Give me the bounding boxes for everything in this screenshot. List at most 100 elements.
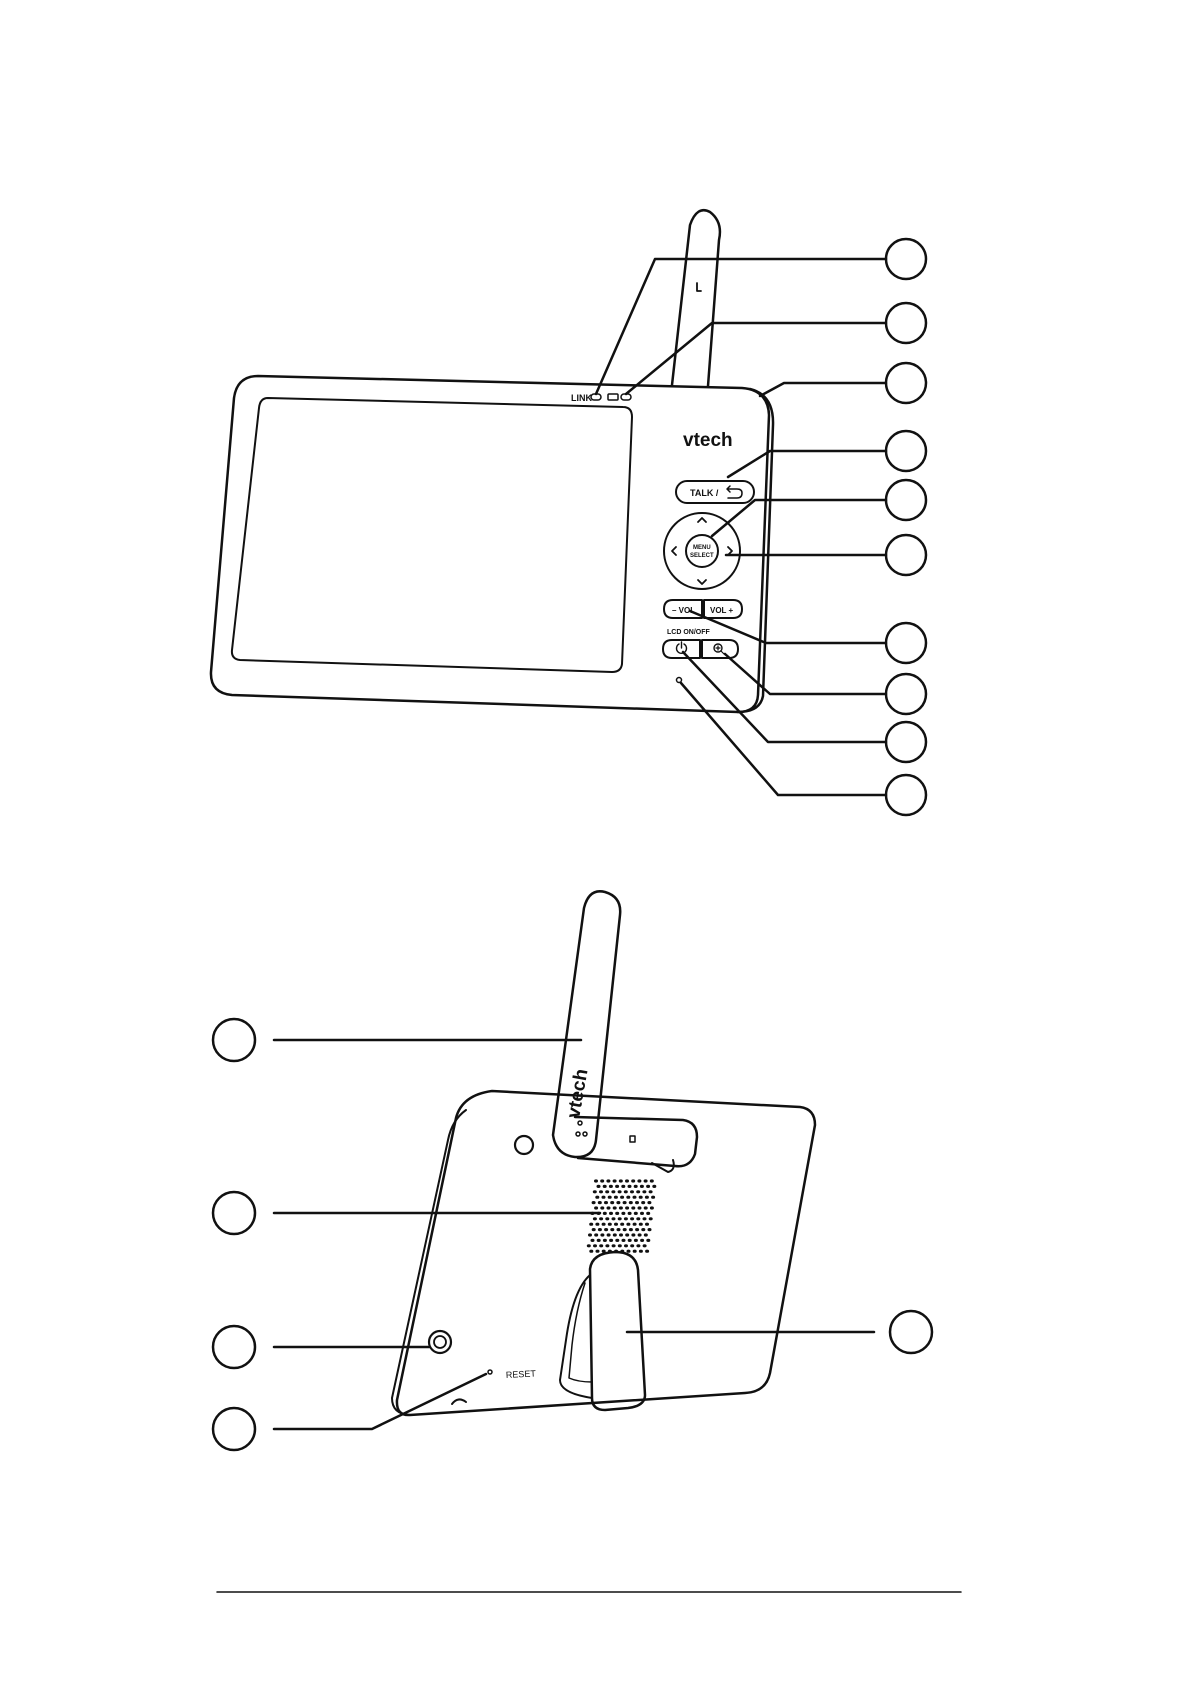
grille-hole bbox=[639, 1196, 643, 1199]
callout-marker bbox=[886, 480, 926, 520]
mount-mark bbox=[630, 1136, 635, 1142]
grille-hole bbox=[628, 1212, 632, 1215]
grille-hole bbox=[599, 1244, 603, 1247]
monitor-screen bbox=[232, 398, 632, 672]
grille-hole bbox=[626, 1196, 630, 1199]
talk-label: TALK / bbox=[690, 488, 719, 498]
mount-dot bbox=[578, 1121, 582, 1125]
grille-hole bbox=[650, 1206, 654, 1209]
grille-hole bbox=[594, 1206, 598, 1209]
front-antenna bbox=[672, 210, 720, 386]
grille-hole bbox=[589, 1250, 593, 1253]
grille-hole bbox=[619, 1206, 623, 1209]
front-callout-lines bbox=[596, 259, 886, 795]
grille-hole bbox=[604, 1228, 608, 1231]
callout-marker bbox=[213, 1019, 255, 1061]
grille-hole bbox=[639, 1250, 643, 1253]
grille-hole bbox=[614, 1223, 618, 1226]
grille-hole bbox=[624, 1217, 628, 1220]
grille-hole bbox=[650, 1179, 654, 1182]
power-jack-inner bbox=[434, 1336, 446, 1348]
grille-hole bbox=[588, 1233, 592, 1236]
grille-hole bbox=[634, 1185, 638, 1188]
grille-hole bbox=[652, 1185, 656, 1188]
grille-hole bbox=[630, 1244, 634, 1247]
grille-hole bbox=[618, 1244, 622, 1247]
power-icon bbox=[677, 642, 687, 653]
left-arrow-icon[interactable] bbox=[672, 547, 676, 555]
down-arrow-icon[interactable] bbox=[698, 580, 706, 584]
speaker-grille bbox=[587, 1179, 657, 1252]
grille-hole bbox=[643, 1217, 647, 1220]
grille-hole bbox=[623, 1201, 627, 1204]
grille-hole bbox=[609, 1185, 613, 1188]
grille-hole bbox=[603, 1185, 607, 1188]
callout-marker bbox=[886, 674, 926, 714]
grille-hole bbox=[634, 1212, 638, 1215]
power-jack bbox=[429, 1331, 451, 1353]
zoom-icon-handle bbox=[716, 646, 724, 654]
grille-hole bbox=[620, 1196, 624, 1199]
grille-hole bbox=[645, 1250, 649, 1253]
grille-hole bbox=[641, 1228, 645, 1231]
grille-hole bbox=[618, 1190, 622, 1193]
grille-hole bbox=[644, 1206, 648, 1209]
navigation-pad[interactable] bbox=[664, 513, 740, 589]
grille-hole bbox=[596, 1250, 600, 1253]
grille-hole bbox=[638, 1233, 642, 1236]
menu-label: MENU bbox=[693, 545, 711, 551]
grille-hole bbox=[600, 1206, 604, 1209]
grille-hole bbox=[606, 1179, 610, 1182]
menu-select-button[interactable] bbox=[686, 535, 718, 567]
zoom-button[interactable] bbox=[702, 640, 738, 658]
grille-hole bbox=[605, 1190, 609, 1193]
grille-hole bbox=[644, 1179, 648, 1182]
grille-hole bbox=[594, 1233, 598, 1236]
grille-hole bbox=[615, 1212, 619, 1215]
grille-hole bbox=[608, 1196, 612, 1199]
grille-hole bbox=[637, 1179, 641, 1182]
grille-hole bbox=[613, 1233, 617, 1236]
grille-hole bbox=[589, 1223, 593, 1226]
grille-hole bbox=[635, 1228, 639, 1231]
grille-hole bbox=[594, 1179, 598, 1182]
grille-hole bbox=[598, 1201, 602, 1204]
grille-hole bbox=[602, 1223, 606, 1226]
grille-hole bbox=[607, 1233, 611, 1236]
grille-hole bbox=[639, 1223, 643, 1226]
grille-hole bbox=[628, 1239, 632, 1242]
grille-hole bbox=[618, 1217, 622, 1220]
back-arrow-icon bbox=[727, 486, 742, 498]
grille-hole bbox=[599, 1190, 603, 1193]
kickstand-shadow bbox=[569, 1283, 592, 1382]
grille-hole bbox=[626, 1223, 630, 1226]
grille-hole bbox=[610, 1201, 614, 1204]
mount-dot bbox=[576, 1132, 580, 1136]
grille-hole bbox=[593, 1190, 597, 1193]
grille-hole bbox=[612, 1244, 616, 1247]
grille-hole bbox=[646, 1185, 650, 1188]
grille-hole bbox=[631, 1179, 635, 1182]
lcd-on-off-label: LCD ON/OFF bbox=[667, 629, 710, 636]
callout-marker bbox=[886, 535, 926, 575]
grille-hole bbox=[617, 1228, 621, 1231]
callout-marker bbox=[886, 239, 926, 279]
grille-hole bbox=[644, 1233, 648, 1236]
callout-marker bbox=[890, 1311, 932, 1353]
select-label: SELECT bbox=[690, 553, 714, 559]
grille-hole bbox=[609, 1212, 613, 1215]
grille-hole bbox=[635, 1201, 639, 1204]
grille-hole bbox=[598, 1228, 602, 1231]
front-view: LINK vtech TALK / MENU SELECT – VOL VOL … bbox=[211, 210, 926, 815]
grille-hole bbox=[603, 1212, 607, 1215]
grille-hole bbox=[600, 1233, 604, 1236]
grille-hole bbox=[620, 1223, 624, 1226]
up-arrow-icon[interactable] bbox=[698, 518, 706, 522]
wall-mount-hole bbox=[515, 1136, 533, 1154]
grille-hole bbox=[624, 1244, 628, 1247]
grille-hole bbox=[646, 1239, 650, 1242]
back-brand-logo: vtech bbox=[563, 1067, 592, 1120]
side-port bbox=[452, 1399, 466, 1404]
grille-hole bbox=[642, 1190, 646, 1193]
